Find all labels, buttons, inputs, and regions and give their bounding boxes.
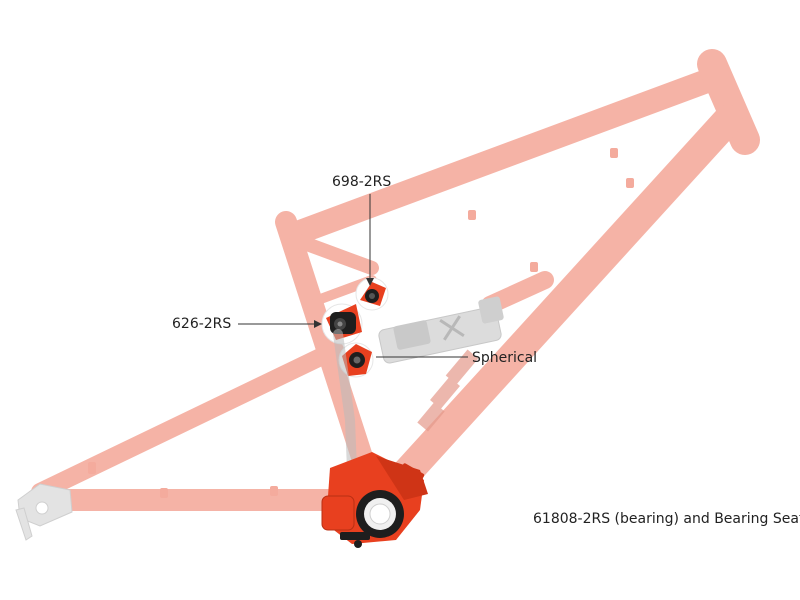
pivot-698-bearing bbox=[355, 277, 389, 311]
x-logo-icon bbox=[439, 315, 465, 341]
bottom-bracket-assembly bbox=[321, 452, 428, 548]
spherical-bearing-mount bbox=[338, 342, 374, 378]
leader-626-arrow bbox=[314, 320, 322, 328]
label-61808-2rs-bearing-seat: 61808-2RS (bearing) and Bearing Seat bbox=[533, 511, 800, 527]
leader-lines bbox=[238, 194, 468, 358]
label-698-2rs: 698-2RS bbox=[332, 174, 392, 190]
down-tube bbox=[387, 105, 743, 493]
rear-shock bbox=[378, 296, 504, 364]
frame-brace-lower bbox=[295, 257, 377, 307]
top-tube bbox=[280, 66, 727, 247]
frame-brace bbox=[289, 233, 379, 275]
rear-dropout bbox=[15, 483, 73, 541]
leader-698-arrow bbox=[366, 278, 374, 286]
label-626-2rs: 626-2RS bbox=[172, 316, 232, 332]
seat-stay bbox=[31, 341, 344, 501]
linkage-arm bbox=[333, 329, 357, 475]
bike-frame bbox=[25, 49, 760, 511]
frame-bosses bbox=[88, 148, 634, 498]
label-spherical: Spherical bbox=[472, 350, 538, 366]
down-tube-decal bbox=[417, 349, 479, 432]
